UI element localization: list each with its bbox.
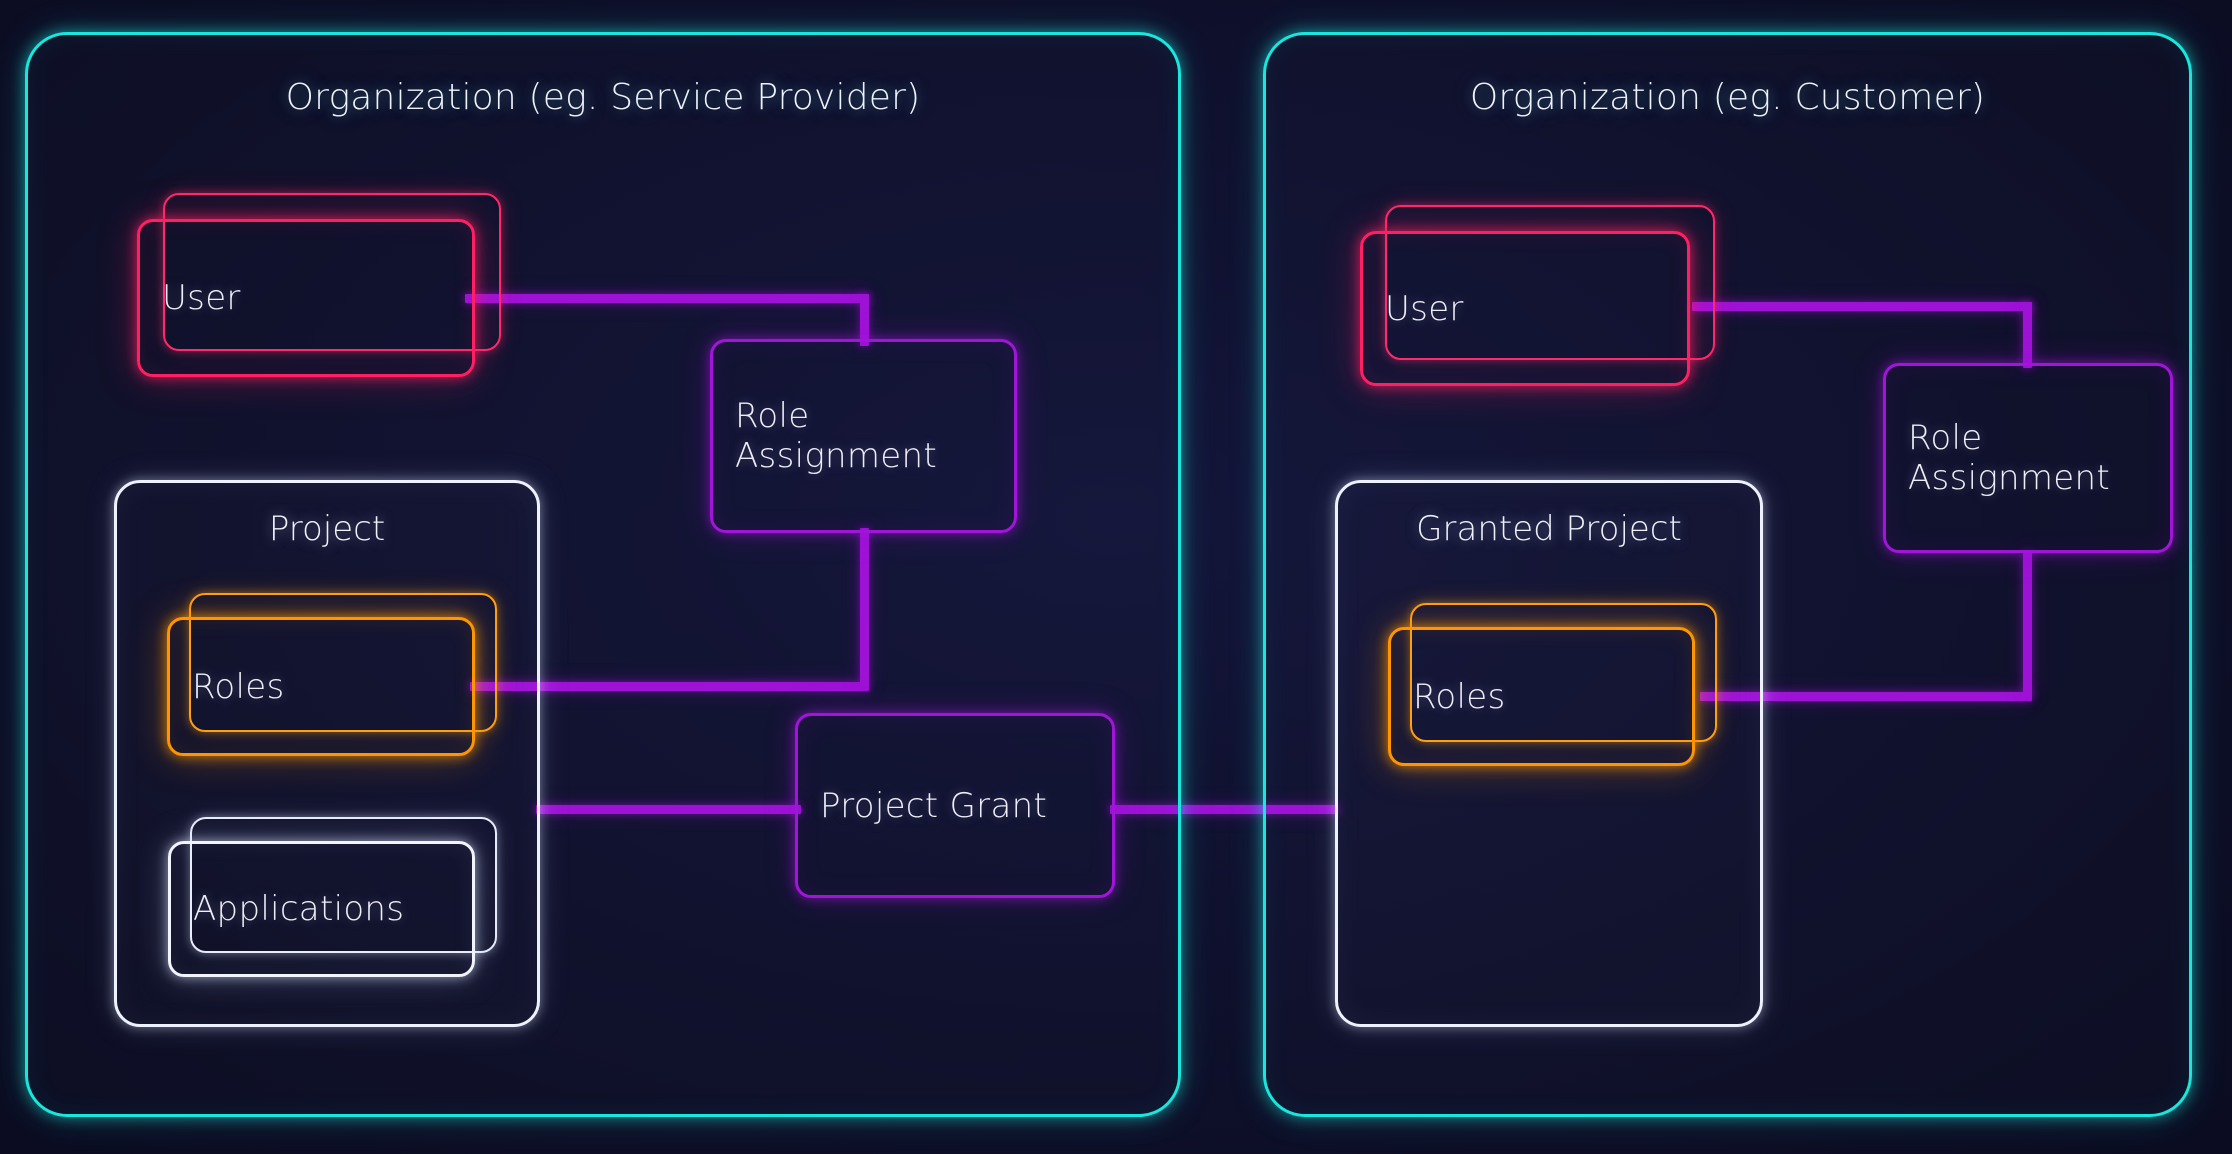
connector-user-to-role-assignment-right-v: [2023, 302, 2032, 368]
roles-card-label: Roles: [192, 666, 285, 707]
granted-project-container[interactable]: Granted Project: [1335, 480, 1763, 1027]
granted-project-container-title: Granted Project: [1416, 509, 1682, 549]
connector-roles-to-role-assignment-left-h: [470, 682, 869, 691]
connector-project-grant-to-granted-project: [1110, 805, 1338, 814]
connector-user-to-role-assignment-right-h: [1692, 302, 2032, 311]
project-container-left[interactable]: Project: [114, 480, 540, 1027]
project-grant-label: Project Grant: [820, 785, 1048, 826]
role-assignment-label: Role Assignment: [735, 395, 938, 476]
user-card-right[interactable]: User: [1360, 231, 1690, 386]
roles-card-back-sheet-right: [1410, 603, 1717, 742]
roles-card-label: Roles: [1413, 676, 1506, 717]
applications-card-back-sheet: [190, 817, 497, 953]
organization-title: Organization (eg. Service Provider): [285, 77, 921, 118]
project-grant-card[interactable]: Project Grant: [795, 713, 1115, 898]
organization-service-provider[interactable]: Organization (eg. Service Provider): [25, 32, 1181, 1117]
organization-title: Organization (eg. Customer): [1469, 77, 1986, 118]
applications-card[interactable]: Applications: [168, 841, 475, 977]
project-container-title: Project: [268, 509, 386, 549]
user-card-left[interactable]: User: [137, 219, 475, 377]
connector-user-to-role-assignment-left-h: [465, 294, 869, 303]
organization-customer[interactable]: Organization (eg. Customer): [1263, 32, 2192, 1117]
user-card-back-sheet-right: [1385, 205, 1715, 360]
connector-user-to-role-assignment-left-v: [860, 294, 869, 346]
applications-card-label: Applications: [193, 888, 405, 929]
user-card-back-sheet-left: [163, 193, 501, 351]
roles-card-back-sheet-left: [189, 593, 497, 732]
role-assignment-label: Role Assignment: [1908, 417, 2111, 498]
role-assignment-left[interactable]: Role Assignment: [710, 339, 1017, 533]
connector-roles-to-role-assignment-left-v: [860, 528, 869, 686]
user-card-label: User: [162, 277, 241, 318]
role-assignment-right[interactable]: Role Assignment: [1883, 363, 2173, 553]
roles-card-left[interactable]: Roles: [167, 617, 475, 756]
roles-card-right[interactable]: Roles: [1388, 627, 1695, 766]
connector-project-to-project-grant: [536, 805, 801, 814]
user-card-label: User: [1385, 288, 1464, 329]
connector-roles-to-role-assignment-right-v: [2023, 552, 2032, 697]
connector-roles-to-role-assignment-right-h: [1700, 692, 2032, 701]
